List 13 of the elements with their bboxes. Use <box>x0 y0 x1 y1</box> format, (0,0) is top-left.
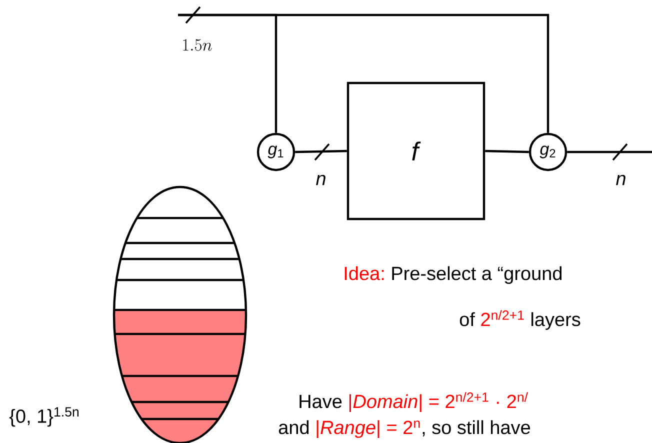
set-label: {0, 1}$^{1.5n}$ <box>9 407 79 427</box>
wire <box>178 14 550 133</box>
wire <box>295 150 347 154</box>
wire <box>567 150 652 154</box>
bus-width-label: $1.5n$ <box>183 39 212 51</box>
bus-width-label: n <box>616 174 626 186</box>
wire <box>485 150 529 154</box>
note-text: Have |Domain| = 2$^{n/2+1}$ · 2$^{n/}$ <box>300 392 528 412</box>
function-box: f <box>346 82 486 220</box>
note-text: of 2$^{n/2+1}$ layers <box>460 310 580 330</box>
note-text: Idea: Pre-select a “ground <box>344 266 562 284</box>
bus-width-label: n <box>316 174 326 186</box>
note-text: and |Range| = 2$^{n}$ , so still have <box>278 420 530 438</box>
